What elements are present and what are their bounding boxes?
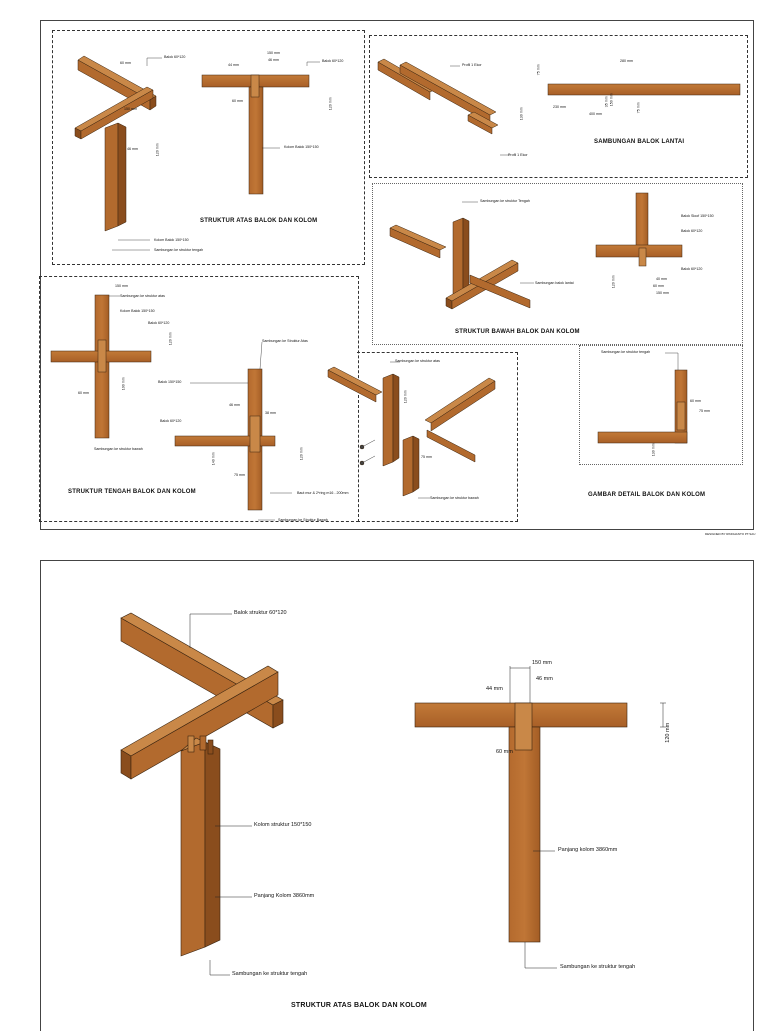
label: Balok 60*120 <box>322 59 344 63</box>
dim-label: 46 mm <box>268 58 279 62</box>
dim-label: 150 mm <box>656 291 669 295</box>
label: Balok struktur 60*120 <box>234 610 287 616</box>
panel-sambungan-lantai <box>369 35 748 178</box>
panel-title-struktur-tengah: STRUKTUR TENGAH BALOK DAN KOLOM <box>68 489 196 495</box>
dim-label: 75 mm <box>699 409 710 413</box>
dim-label: 150 mm <box>532 660 552 666</box>
dim-label: 75 mm <box>234 473 245 477</box>
label: Sambungan ke struktur atas <box>395 359 440 363</box>
dim-label: 150 mm <box>124 107 137 111</box>
label: Sambungan ke struktur bawah <box>430 496 479 500</box>
panel-struktur-tengah-ext <box>357 352 518 522</box>
dim-label: 150 mm <box>267 51 280 55</box>
label: Balok 60*120 <box>681 229 703 233</box>
dim-label: 46 mm <box>536 676 553 682</box>
dim-label: 40 mm <box>656 277 667 281</box>
panel-struktur-bawah <box>372 183 743 345</box>
dim-label: 46 mm <box>127 147 138 151</box>
iso-middle-exploded <box>327 366 496 497</box>
panel-title-sambungan-lantai: SAMBUNGAN BALOK LANTAI <box>594 139 685 145</box>
label: Sambungan ke struktur tengah <box>601 350 651 354</box>
label: Kolom struktur 150*150 <box>254 822 312 828</box>
label: Kolom Balok 150*150 <box>154 238 189 242</box>
iso-bottom-structure <box>389 217 531 310</box>
label: Sambungan ke struktur tengah <box>232 971 308 977</box>
panel-title-struktur-bawah: STRUKTUR BAWAH BALOK DAN KOLOM <box>455 329 580 335</box>
label: Panjang Kolom 3860mm <box>254 893 315 899</box>
dim-label: 60 mm <box>78 391 89 395</box>
label: Sambungan ke struktur atas <box>120 294 165 298</box>
panel-title-struktur-atas: STRUKTUR ATAS BALOK DAN KOLOM <box>200 218 318 224</box>
front-top-t-large <box>414 702 628 943</box>
dim-label: 230 mm <box>553 105 566 109</box>
dim-label: 150 mm <box>115 284 128 288</box>
label: Sambungan balok lantai <box>535 281 574 285</box>
sheet2-title: STRUKTUR ATAS BALOK DAN KOLOM <box>291 1002 427 1009</box>
dim-label: 60 mm <box>690 399 701 403</box>
label: Balok 60*120 <box>164 55 186 59</box>
front-middle-t-2 <box>174 368 276 511</box>
iso-top-column <box>74 55 157 232</box>
label: Sambungan ke struktur Tengah <box>480 199 530 203</box>
dim-label: 60 mm <box>232 99 243 103</box>
designer-credit: DESIGNED BY RINDHANTO PT.SAU <box>705 532 756 536</box>
dim-label: 60 mm <box>120 61 131 65</box>
label: Kolom Balok 150*150 <box>120 309 155 313</box>
label: Balok 60*120 <box>681 267 703 271</box>
dim-label: 44 mm <box>486 686 503 692</box>
iso-floor-joints <box>377 58 741 135</box>
iso-top-structure-large <box>120 612 284 957</box>
front-middle-t <box>50 294 152 439</box>
dim-label: 75 mm <box>421 455 432 459</box>
label: Balok 60*120 <box>160 419 182 423</box>
dim-label: 280 mm <box>620 59 633 63</box>
label: Sambungan ke struktur bawah <box>94 447 143 451</box>
dim-label: 60 mm <box>496 749 513 755</box>
label: Profil 1 Ekor <box>462 63 482 67</box>
label: Kolom Balok 150*150 <box>284 145 319 149</box>
dim-label: 400 mm <box>589 112 602 116</box>
label: Balok 150*150 <box>158 380 182 384</box>
detail-l <box>597 369 688 444</box>
front-bottom-t <box>595 192 683 267</box>
panel-struktur-atas <box>52 30 365 265</box>
label: Baut mur & 2*ring m16 - 200mm <box>297 491 349 495</box>
label: Balok Sloof 150*150 <box>681 214 714 218</box>
label: Profil 1 Ekor <box>508 153 528 157</box>
label: Sambungan ke Struktur Bawah <box>278 518 328 522</box>
dim-label: 46 mm <box>229 403 240 407</box>
dim-label: 38 mm <box>265 411 276 415</box>
label: Balok 60*120 <box>148 321 170 325</box>
label: Panjang kolom 3860mm <box>558 847 618 853</box>
front-top-t <box>201 74 310 195</box>
panel-title-detail: GAMBAR DETAIL BALOK DAN KOLOM <box>588 492 706 498</box>
panel-detail <box>579 345 743 465</box>
dim-label: 60 mm <box>653 284 664 288</box>
label: Sambungan ke struktur tengah <box>560 964 636 970</box>
label: Sambungan ke struktur tengah <box>154 248 204 252</box>
dim-label: 120 mm <box>665 722 672 743</box>
label: Sambungan ke Struktur Atas <box>262 339 308 343</box>
dim-label: 44 mm <box>228 63 239 67</box>
panel-struktur-tengah <box>39 276 359 522</box>
